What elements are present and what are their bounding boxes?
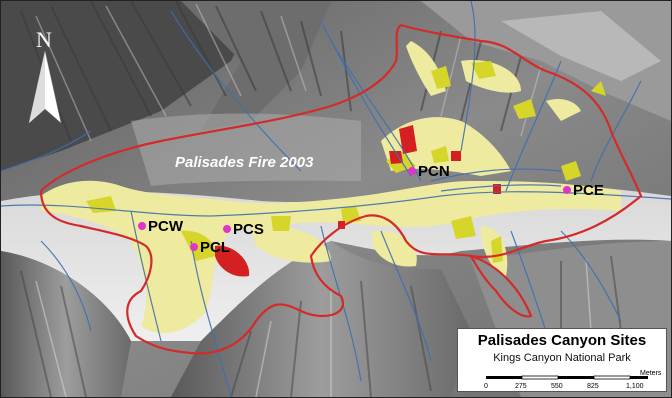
fire-label: Palisades Fire 2003 (175, 154, 314, 171)
scale-tick: 550 (551, 383, 563, 390)
site-label: PCE (573, 182, 604, 199)
scale-unit: Meters (640, 370, 662, 377)
fire-perimeter-south-lobe (468, 254, 533, 318)
north-arrow: N (28, 27, 62, 124)
site-pcl[interactable]: PCL (190, 239, 230, 256)
site-label: PCL (200, 239, 230, 256)
scale-tick: 825 (587, 383, 599, 390)
legend-title: Palisades Canyon Sites (477, 332, 647, 349)
site-marker (138, 222, 146, 230)
site-pcn[interactable]: PCN (408, 163, 450, 180)
scale-tick: 1,100 (626, 383, 644, 390)
site-pcw[interactable]: PCW (138, 218, 184, 235)
site-label: PCS (233, 221, 264, 238)
map-legend: Palisades Canyon Sites Kings Canyon Nati… (457, 328, 667, 392)
site-marker (563, 186, 571, 194)
scale-tick: 275 (515, 383, 527, 390)
site-pce[interactable]: PCE (563, 182, 604, 199)
burn-severity-high (215, 125, 501, 277)
site-marker (223, 225, 231, 233)
site-label: PCN (418, 163, 450, 180)
site-marker (190, 243, 198, 251)
scale-tick: 0 (484, 383, 488, 390)
fire-perimeter (39, 23, 643, 355)
north-arrow-label: N (36, 27, 52, 52)
site-pcs[interactable]: PCS (223, 221, 264, 238)
scale-bar: Meters 0 275 550 825 1,100 (484, 370, 662, 390)
scale-bar-segments (486, 375, 648, 380)
site-label: PCW (148, 218, 184, 235)
legend-subtitle: Kings Canyon National Park (493, 352, 631, 364)
site-marker (408, 167, 416, 175)
